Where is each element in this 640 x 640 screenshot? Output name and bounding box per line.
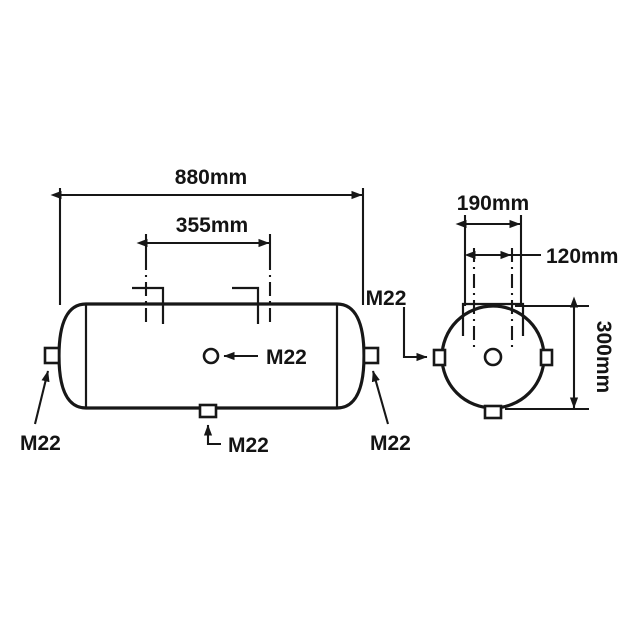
end-elevation-view: 190mm 120mm 300mm M22 xyxy=(366,192,618,420)
port-boss-center-top xyxy=(202,347,220,365)
dimension-overall-length: 880mm xyxy=(50,166,365,305)
label-port-right-end: M22 xyxy=(370,432,411,455)
port-boss-left-end xyxy=(43,346,61,365)
label-port-end-view-side: M22 xyxy=(366,287,407,310)
dimension-label-overall-length: 880mm xyxy=(175,166,247,189)
dimension-label-tank-diameter: 300mm xyxy=(592,321,615,393)
mounting-bracket-left xyxy=(132,286,165,324)
dimension-label-bracket-outer-width: 190mm xyxy=(457,192,529,215)
label-port-left-end: M22 xyxy=(20,432,61,455)
label-port-bottom: M22 xyxy=(228,434,269,457)
port-boss-right-end xyxy=(362,346,380,365)
leader-port-end-view-side: M22 xyxy=(366,287,428,362)
port-boss-end-left xyxy=(432,348,447,367)
dimension-bracket-outer-width: 190mm xyxy=(455,192,529,306)
tank-body-outline xyxy=(57,302,366,410)
port-boss-bottom xyxy=(198,403,218,419)
leader-port-bottom: M22 xyxy=(203,424,269,457)
leader-port-left-end: M22 xyxy=(20,370,61,455)
mounting-bracket-end-view xyxy=(461,302,525,336)
label-port-center: M22 xyxy=(266,346,307,369)
dimension-strap-spacing: 355mm xyxy=(136,214,272,326)
mounting-bracket-right xyxy=(232,286,260,324)
leader-port-right-end: M22 xyxy=(370,370,411,455)
dimension-bracket-inner-width: 120mm xyxy=(464,245,618,352)
port-boss-end-center xyxy=(483,347,503,367)
dimension-label-strap-spacing: 355mm xyxy=(176,214,248,237)
leader-port-center: M22 xyxy=(223,346,307,369)
port-boss-end-bottom xyxy=(483,404,503,420)
dimension-tank-diameter: 300mm xyxy=(505,296,615,411)
side-elevation-view: 880mm 355mm M22 M22 xyxy=(20,166,411,457)
port-boss-end-right xyxy=(539,348,554,367)
dimension-label-bracket-inner-width: 120mm xyxy=(546,245,618,268)
